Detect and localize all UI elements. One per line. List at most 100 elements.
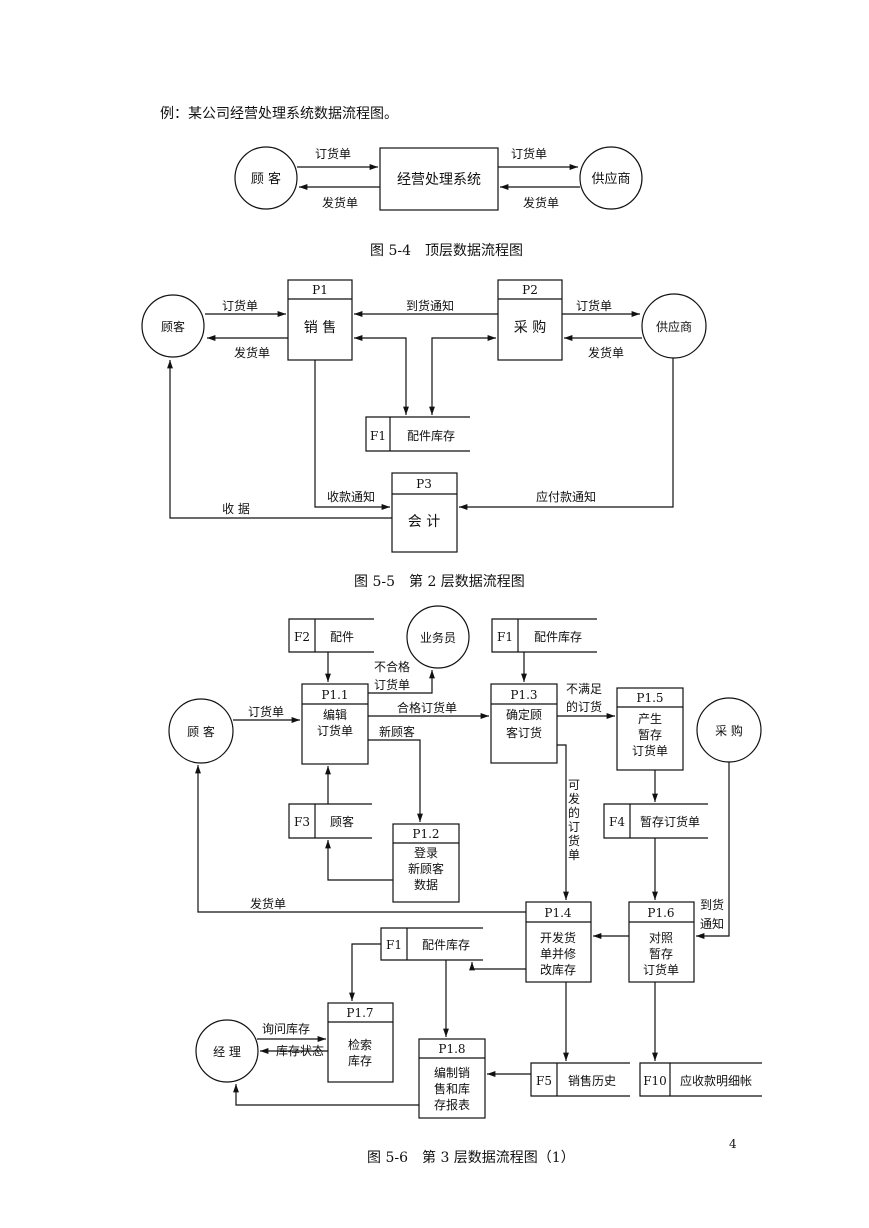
store-f3-id: F3 (294, 815, 310, 829)
salesman-entity (406, 605, 470, 669)
process-p1-7-line1: 检索 (348, 1037, 372, 1052)
process-p1-2 (392, 823, 460, 903)
flow-receipt (167, 360, 392, 519)
process-p1-5-id: P1.5 (636, 691, 663, 705)
store-f2-id: F2 (294, 630, 310, 644)
process-p1-1-line1: 编辑 (323, 707, 347, 722)
store-f4 (603, 803, 708, 839)
store-f5-id: F5 (536, 1074, 552, 1088)
process-p1-3 (490, 683, 558, 764)
flow-deliverable-char-5: 货 (568, 833, 580, 848)
process-p1-3-line2: 客订货 (506, 725, 542, 740)
process-p1-5-line3: 订货单 (632, 743, 668, 758)
flow-ship-to-customer (195, 765, 526, 913)
store-f1-a (491, 618, 597, 653)
flow-order-in-label: 订货单 (315, 146, 351, 161)
process-p1-6-id: P1.6 (647, 906, 674, 920)
process-p1-2-id: P1.2 (412, 827, 439, 841)
process-p1-1-id: P1.1 (321, 688, 348, 702)
flow-f1b-to-p17 (349, 943, 381, 1001)
process-p3-name: 会 计 (408, 514, 440, 530)
process-p1-6-line3: 订货单 (643, 962, 679, 977)
store-f3 (288, 803, 372, 839)
system-process (379, 147, 499, 211)
process-p2-id: P2 (522, 283, 538, 297)
figure-5-6: 顾 客 业务员 采 购 经 理 F2 配件 F1 配件库存 F3 顾客 F4 暂… (168, 605, 762, 1119)
store-f1-b-name: 配件库存 (422, 937, 470, 952)
flow-order-out-label: 订货单 (511, 146, 547, 161)
intro-text: 例：某公司经营处理系统数据流程图。 (160, 106, 398, 122)
store-f10-name: 应收款明细帐 (680, 1073, 752, 1088)
flow-reject-label-2: 订货单 (374, 677, 410, 692)
process-p1-5 (616, 687, 684, 771)
process-p1-7-id: P1.7 (346, 1006, 373, 1020)
process-p1-6 (628, 901, 695, 983)
process-p3-id: P3 (416, 477, 432, 491)
system-label: 经营处理系统 (397, 172, 481, 188)
store-f10 (639, 1062, 762, 1097)
flow-deliverable-char-6: 单 (568, 848, 580, 862)
process-p1 (287, 279, 353, 361)
flow-deliverable (557, 744, 569, 900)
process-p1-4 (525, 901, 592, 983)
store-f10-id: F10 (643, 1074, 667, 1088)
process-p1-2-line3: 数据 (414, 877, 438, 892)
store-f3-name: 顾客 (330, 814, 354, 829)
process-p1-3-id: P1.3 (510, 688, 537, 702)
flow-arrival-label: 到货通知 (406, 298, 454, 313)
process-p1-7 (327, 1002, 394, 1083)
store-f2 (288, 618, 374, 653)
flow-status-label: 库存状态 (276, 1043, 324, 1058)
flow-arrival-label-1: 到货 (700, 897, 724, 912)
process-p1-6-line2: 暂存 (649, 947, 673, 961)
process-p1-4-line1: 开发货 (540, 930, 576, 945)
customer-entity-2 (141, 294, 205, 358)
purchase-label: 采 购 (715, 723, 743, 738)
process-p1-id: P1 (312, 283, 328, 297)
customer-label-2: 顾客 (161, 319, 185, 334)
store-f1-name: 配件库存 (407, 428, 455, 443)
flow-order-label: 订货单 (222, 298, 258, 313)
flow-report-to-manager (233, 1084, 419, 1106)
store-f1-b-id: F1 (386, 938, 402, 952)
customer-entity-3 (168, 698, 234, 764)
flow-payable-label: 应付款通知 (536, 489, 596, 504)
flow-ship-label-3: 发货单 (250, 896, 286, 911)
flow-customer-order-label: 订货单 (248, 704, 284, 719)
process-p1-2-line2: 新顾客 (408, 861, 444, 876)
flow-ship-2-label: 发货单 (588, 345, 624, 360)
process-p1-8-id: P1.8 (438, 1042, 465, 1056)
figure-5-5-caption: 图 5-5 第 2 层数据流程图 (354, 574, 525, 590)
process-p2-name: 采 购 (514, 320, 546, 336)
flow-unmet-label-1: 不满足 (566, 682, 602, 696)
process-p3 (391, 472, 458, 553)
store-f1 (365, 416, 470, 452)
store-f4-name: 暂存订货单 (640, 814, 700, 829)
flow-reject-label-1: 不合格 (374, 659, 410, 674)
process-p1-2-line1: 登录 (414, 845, 438, 860)
flow-collect (314, 360, 390, 510)
page-number: 4 (729, 1137, 737, 1151)
customer-entity (234, 146, 298, 210)
store-f5 (530, 1062, 630, 1097)
process-p1-name: 销 售 (304, 320, 336, 336)
process-p1-8-line1: 编制销 (434, 1065, 470, 1080)
supplier-label-2: 供应商 (656, 319, 692, 334)
flow-p14-to-f1b (469, 962, 526, 971)
flow-p12-to-f3 (325, 840, 393, 881)
process-p1-5-line1: 产生 (638, 712, 662, 726)
store-f1-id: F1 (370, 429, 386, 443)
flow-deliverable-char-4: 订 (568, 820, 580, 834)
supplier-entity (579, 146, 643, 210)
flow-ship-label: 发货单 (234, 345, 270, 360)
figure-5-5: 顾客 供应商 P1 销 售 P2 采 购 P3 会 计 F1 配件库存 (141, 279, 707, 553)
customer-label: 顾 客 (251, 171, 281, 187)
flow-arrival-label-2: 通知 (700, 917, 724, 931)
figure-5-4: 顾 客 经营处理系统 供应商 订货单 发货单 订货单 发货单 (234, 146, 643, 211)
flow-newcust (368, 739, 423, 822)
manager-label: 经 理 (213, 1045, 241, 1059)
flow-arrival-notice (696, 762, 730, 939)
process-p1-1 (301, 683, 369, 765)
flow-qualified-label: 合格订货单 (397, 700, 457, 715)
store-f1-a-id: F1 (497, 630, 513, 644)
